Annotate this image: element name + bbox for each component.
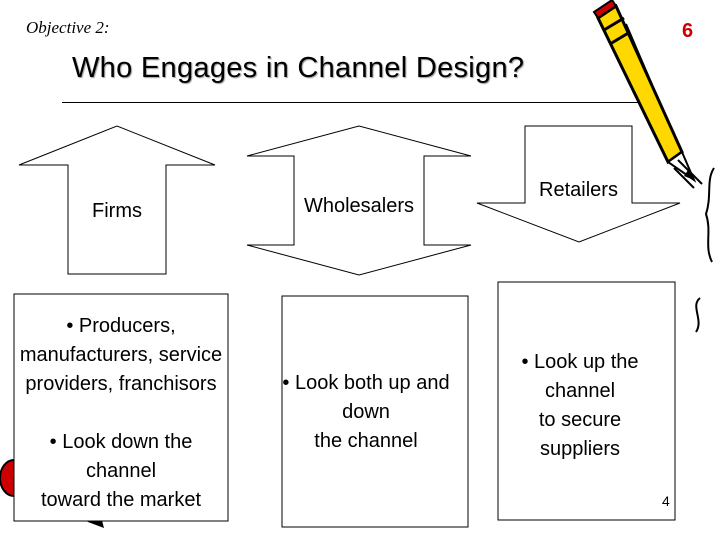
firms-point-line: manufacturers, service [19,344,223,366]
wholesalers-label: Wholesalers [303,195,415,217]
wholesalers-text: • Look both up and down the channel [276,369,456,456]
scribble-decoration [695,167,715,333]
firms-point-line: toward the market [40,489,202,511]
firms-point-line: channel [85,460,157,482]
retailers-down-arrow [476,125,681,243]
firms-label: Firms [92,200,142,222]
wholesalers-box [281,295,469,528]
title-underline [62,102,652,103]
retailers-point-line: channel [544,380,616,402]
wholesalers-point-line: • Look both up and [282,372,450,394]
retailers-label: Retailers [539,179,618,201]
retailers-box [497,281,676,521]
retailers-point-line: suppliers [539,438,621,460]
slide-number: 6 [682,20,694,42]
objective-label: Objective 2: [26,18,110,37]
firms-point-spacer [0,399,242,428]
firms-point-line: • Producers, [66,315,176,337]
slide-title: Who Engages in Channel Design? [72,52,525,84]
retailers-text: • Look up the channel to secure supplier… [500,348,660,464]
firms-point-line: providers, franchisors [25,373,217,395]
wholesalers-updown-arrow [246,125,472,276]
retailers-point-line: to secure [538,409,622,431]
page-number: 4 [662,493,670,509]
wholesalers-point-line: down [342,401,390,423]
firms-point-line: • Look down the [49,431,193,453]
wholesalers-point-line: the channel [314,430,418,452]
firms-text: • Producers, manufacturers, service prov… [0,312,242,515]
pencil-icon [592,0,703,189]
firms-up-arrow [18,125,216,275]
retailers-point-line: • Look up the [521,351,639,373]
firms-box [13,293,229,522]
